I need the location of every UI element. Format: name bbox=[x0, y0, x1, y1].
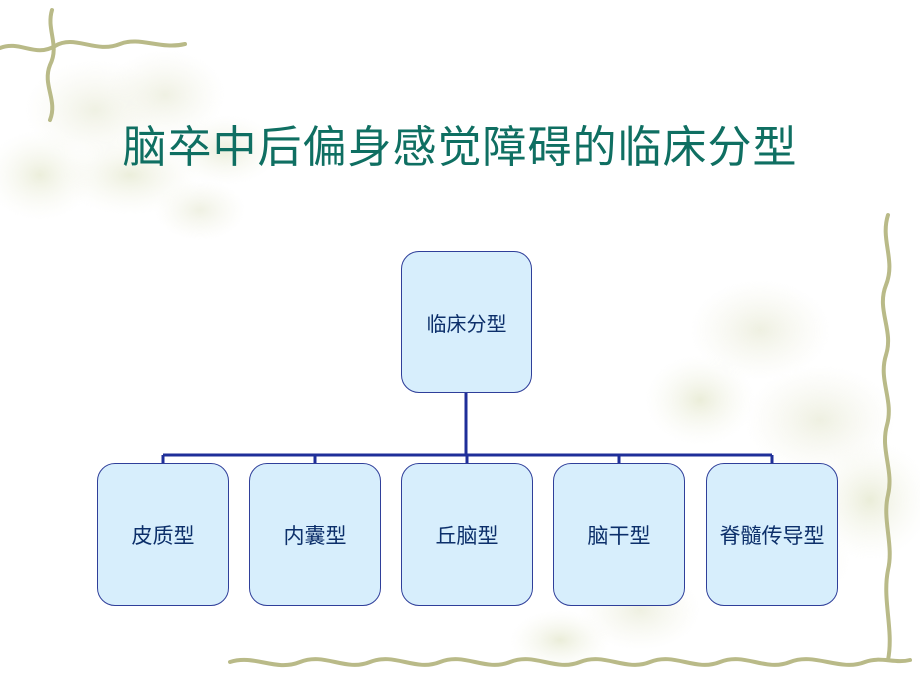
node-thalamic: 丘脑型 bbox=[401, 463, 533, 606]
vine-right-vertical bbox=[880, 213, 892, 662]
vine-top-left bbox=[0, 39, 187, 53]
slide-title: 脑卒中后偏身感觉障碍的临床分型 bbox=[122, 122, 798, 173]
flower-top-left bbox=[0, 50, 280, 240]
node-brainstem: 脑干型 bbox=[553, 463, 685, 606]
root-node: 临床分型 bbox=[401, 251, 532, 393]
node-cortical: 皮质型 bbox=[97, 463, 229, 606]
vine-left-vertical bbox=[45, 8, 56, 122]
node-spinal-tract: 脊髓传导型 bbox=[706, 463, 838, 606]
vine-bottom bbox=[228, 657, 912, 668]
node-internal-capsule: 内囊型 bbox=[249, 463, 381, 606]
